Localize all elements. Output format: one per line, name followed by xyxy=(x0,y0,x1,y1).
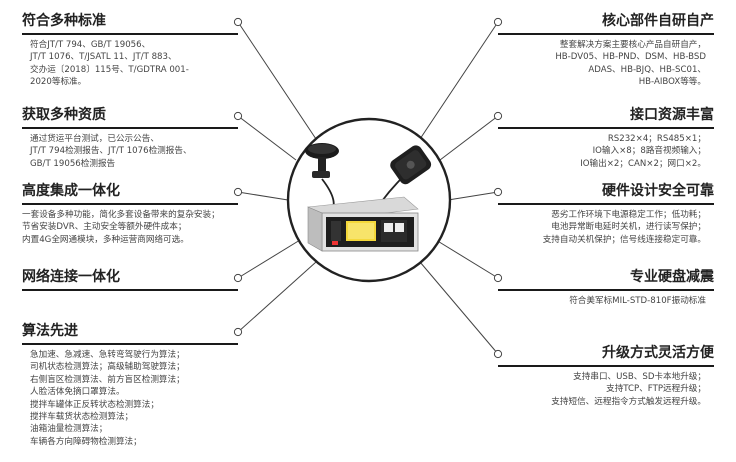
connector-disk-shock-endpoint xyxy=(493,273,503,283)
feature-title: 硬件设计安全可靠 xyxy=(602,183,714,199)
device-frame-circle xyxy=(286,117,452,283)
connector-integration xyxy=(237,191,289,201)
connector-interfaces xyxy=(439,115,499,161)
feature-description: 整套解决方案主要核心产品自研自产， HB-DV05、HB-PND、DSM、HB-… xyxy=(555,40,706,88)
connector-integration-endpoint xyxy=(233,187,243,197)
feature-title: 获取多种资质 xyxy=(22,107,106,123)
connector-interfaces-endpoint xyxy=(493,111,503,121)
connector-algorithms xyxy=(237,261,317,333)
feature-title: 专业硬盘减震 xyxy=(630,269,714,285)
title-underline xyxy=(498,365,714,367)
title-underline xyxy=(22,203,238,205)
feature-title: 网络连接一体化 xyxy=(22,269,120,285)
feature-network: 网络连接一体化 xyxy=(22,268,257,294)
title-underline xyxy=(498,289,714,291)
connector-disk-shock xyxy=(435,239,499,279)
connector-upgrade xyxy=(419,261,499,355)
feature-description: 恶劣工作环境下电源稳定工作；低功耗； 电池异常断电延时关机，进行读写保护； 支持… xyxy=(542,210,706,245)
feature-integration: 高度集成一体化 一套设备多种功能，简化多套设备带来的复杂安装； 节省安装DVR、… xyxy=(22,182,262,252)
connector-core-parts-endpoint xyxy=(493,17,503,27)
feature-standards: 符合多种标准 符合JT/T 794、GB/T 19056、 JT/T 1076、… xyxy=(22,12,257,102)
title-underline xyxy=(22,289,238,291)
connector-qualifications-endpoint xyxy=(233,111,243,121)
title-underline xyxy=(498,203,714,205)
connector-hardware-safety xyxy=(447,191,499,201)
feature-description: 急加速、急减速、急转弯驾驶行为算法； 司机状态检测算法；高级辅助驾驶算法； 右侧… xyxy=(30,350,185,447)
feature-disk-shock: 专业硬盘减震 符合美军标MIL-STD-810F振动标准 xyxy=(479,268,714,312)
feature-hardware-safety: 硬件设计安全可靠 恶劣工作环境下电源稳定工作；低功耗； 电池异常断电延时关机，进… xyxy=(479,182,714,252)
connector-upgrade-endpoint xyxy=(493,349,503,359)
connector-qualifications xyxy=(237,115,297,161)
feature-upgrade: 升级方式灵活方便 支持串口、USB、SD卡本地升级； 支持TCP、FTP远程升级… xyxy=(479,344,714,414)
title-underline xyxy=(498,127,714,129)
connector-network-endpoint xyxy=(233,273,243,283)
camera-icon xyxy=(305,143,339,178)
feature-title: 符合多种标准 xyxy=(22,13,106,29)
terminal-unit xyxy=(307,196,419,252)
feature-qualifications: 获取多种资质 通过货运平台测试，已公示公告、 JT/T 794检测报告、JT/T… xyxy=(22,106,257,176)
feature-title: 核心部件自研自产 xyxy=(602,13,714,29)
sensor-icon xyxy=(390,145,432,185)
feature-description: 符合JT/T 794、GB/T 19056、 JT/T 1076、T/JSATL… xyxy=(30,40,189,88)
connector-core-parts xyxy=(417,21,499,143)
title-underline xyxy=(498,33,714,35)
feature-title: 接口资源丰富 xyxy=(630,107,714,123)
connector-hardware-safety-endpoint xyxy=(493,187,503,197)
feature-description: 一套设备多种功能，简化多套设备带来的复杂安装； 节省安装DVR、主动安全等额外硬… xyxy=(22,210,220,245)
connector-standards-endpoint xyxy=(233,17,243,27)
title-underline xyxy=(22,33,238,35)
feature-description: 通过货运平台测试，已公示公告、 JT/T 794检测报告、JT/T 1076检测… xyxy=(30,134,192,169)
feature-description: RS232×4；RS485×1； IO输入×8；8路音视频输入； IO输出×2；… xyxy=(580,134,706,169)
feature-title: 高度集成一体化 xyxy=(22,183,120,199)
title-underline xyxy=(22,127,238,129)
feature-description: 符合美军标MIL-STD-810F振动标准 xyxy=(569,296,706,306)
feature-interfaces: 接口资源丰富 RS232×4；RS485×1； IO输入×8；8路音视频输入； … xyxy=(479,106,714,176)
feature-algorithms: 算法先进 急加速、急减速、急转弯驾驶行为算法； 司机状态检测算法；高级辅助驾驶算… xyxy=(22,322,257,462)
feature-description: 支持串口、USB、SD卡本地升级； 支持TCP、FTP远程升级； 支持短信、远程… xyxy=(551,372,706,407)
title-underline xyxy=(22,343,238,345)
connector-algorithms-endpoint xyxy=(233,327,243,337)
connector-standards xyxy=(237,21,319,143)
feature-title: 升级方式灵活方便 xyxy=(602,345,714,361)
feature-core-parts: 核心部件自研自产 整套解决方案主要核心产品自研自产， HB-DV05、HB-PN… xyxy=(479,12,714,102)
device-illustration xyxy=(286,117,452,283)
feature-title: 算法先进 xyxy=(22,323,78,339)
connector-network xyxy=(237,239,301,279)
